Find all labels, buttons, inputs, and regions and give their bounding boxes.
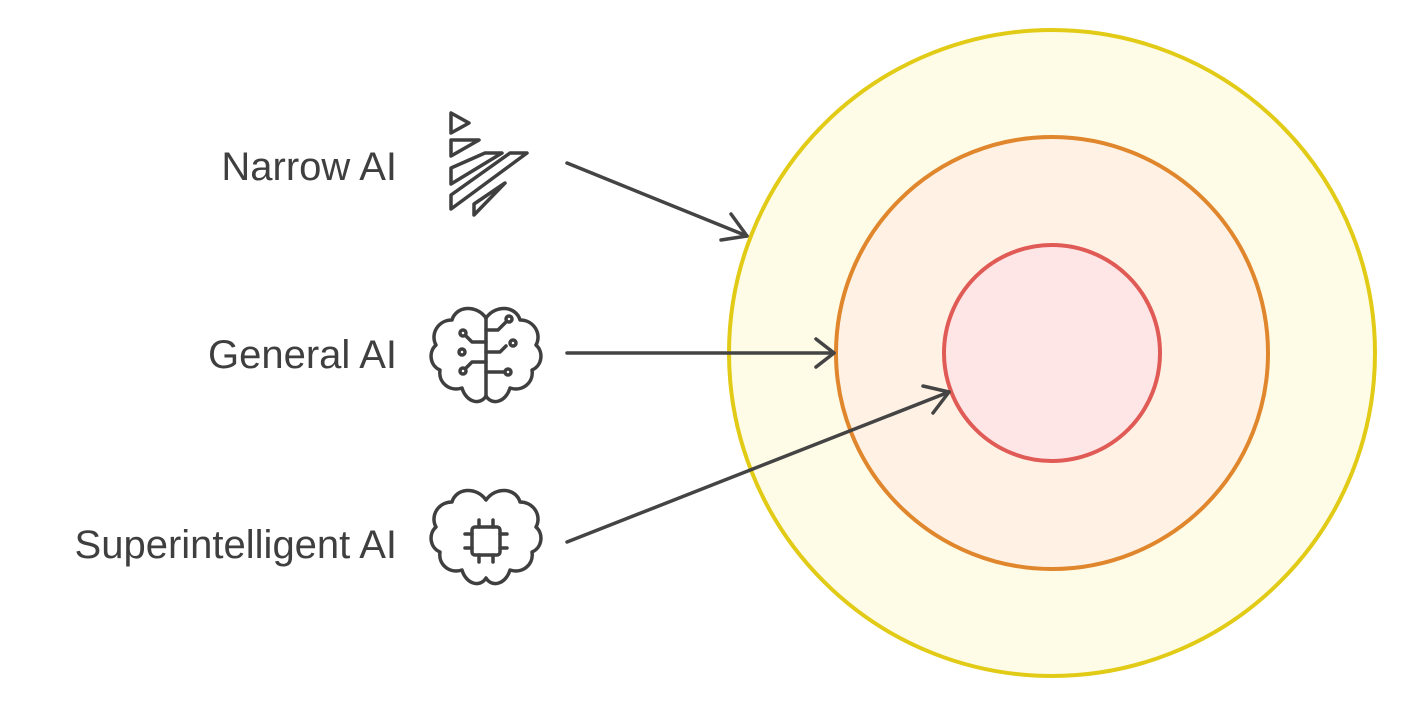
- superintelligent-ai-arrow: [565, 384, 951, 544]
- stacked-triangles-icon: [449, 111, 529, 217]
- brain-chip-icon: [429, 488, 543, 586]
- connector-arrows: [565, 161, 951, 544]
- narrow-ai-arrow: [565, 161, 749, 242]
- superintelligent-ai-label: Superintelligent AI: [75, 523, 397, 567]
- inner-ring: [942, 243, 1162, 463]
- level-labels: Narrow AI General AI Superintelligent AI: [75, 145, 397, 567]
- narrow-ai-label: Narrow AI: [221, 145, 397, 189]
- general-ai-label: General AI: [208, 333, 397, 377]
- concentric-rings: [727, 28, 1377, 678]
- general-ai-arrow: [565, 337, 836, 369]
- brain-circuit-icon: [429, 306, 543, 404]
